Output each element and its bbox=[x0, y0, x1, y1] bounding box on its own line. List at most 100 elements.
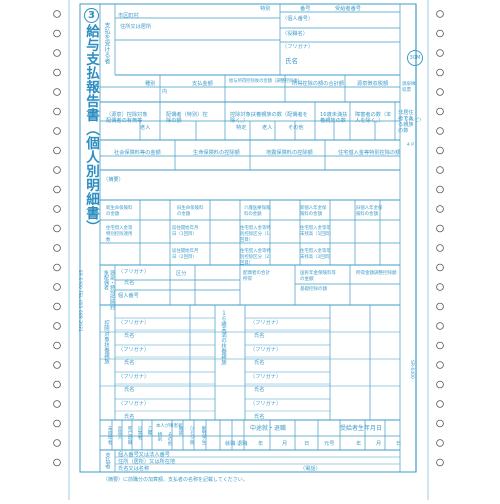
spouse-kojin-bango: 個人番号 bbox=[118, 293, 139, 299]
tractor-hole-right bbox=[436, 88, 444, 96]
tractor-hole-left bbox=[53, 341, 61, 350]
spouse-gokei: 配偶者の合計所得 bbox=[243, 271, 270, 282]
right-item-2: ４Ｐ bbox=[406, 143, 415, 148]
tractor-hole-left bbox=[53, 146, 61, 155]
btm-hi2: 日 bbox=[396, 441, 402, 447]
payer-denwa: （電話） bbox=[300, 466, 321, 472]
tractor-hole-right bbox=[436, 127, 444, 135]
spouse-chosei: 所得金額調整控除額 bbox=[356, 271, 397, 276]
payer-footer-note: （摘要）に前職分の加算額、支払者の名称を記載してください。 bbox=[103, 477, 248, 483]
tractor-hole-right bbox=[436, 185, 444, 194]
payer-jusho: 住所（居所）又は所在地 bbox=[118, 459, 176, 465]
tractor-hole-right bbox=[436, 458, 444, 467]
tractor-hole-right bbox=[436, 263, 444, 272]
btm-hitorioya: ひとり親 bbox=[189, 426, 194, 445]
btm-gaikokujin: 外国人 bbox=[117, 426, 122, 440]
btm-chuto: 中途就・退職 bbox=[250, 425, 287, 432]
dep-tokutei: 特定 bbox=[236, 125, 247, 131]
jutaku-row-2: 住宅借入金等特別控除区分（1回目） bbox=[240, 226, 271, 243]
fuyo-furigana-2: （フリガナ） bbox=[118, 347, 150, 353]
tractor-hole-left bbox=[53, 107, 61, 116]
dep-hikyojusha: 非居住者である親族の数 bbox=[398, 110, 414, 134]
tractor-hole-left bbox=[53, 68, 61, 77]
tractor-hole-left bbox=[53, 283, 61, 291]
fuyo-u16-furigana-4: （フリガナ） bbox=[250, 401, 282, 407]
tractor-hole-right bbox=[436, 322, 444, 330]
income-kyuyo-shotoku: 給与所得控除後の金額（調整控除後） bbox=[229, 79, 303, 84]
header-shimei: 氏名 bbox=[285, 57, 298, 65]
header-shiharai-wo-ukeru: 支払を受ける者 bbox=[103, 22, 110, 64]
btm-kafu: 寡婦 bbox=[178, 426, 183, 436]
header-jukyu-bango: 受給者番号 bbox=[335, 6, 361, 12]
tractor-hole-left bbox=[53, 127, 61, 135]
det-row-0: 新生命保険料の金額 bbox=[106, 206, 133, 217]
tractor-hole-left bbox=[53, 400, 61, 408]
tractor-hole-left bbox=[53, 205, 61, 213]
income-shubetsu: 種別 bbox=[145, 81, 156, 87]
det-row-1: 旧生命保険料の金額 bbox=[177, 206, 204, 217]
ins-jishin: 地震保険料の控除額 bbox=[266, 150, 313, 156]
jutaku-row-3: 住宅借入金等年末残高（1回目） bbox=[300, 226, 334, 237]
btm-tsuki2: 月 bbox=[376, 441, 382, 447]
btm-gengo: 元号 bbox=[324, 441, 335, 447]
tractor-hole-right bbox=[436, 205, 444, 213]
tractor-hole-right bbox=[436, 419, 444, 428]
tractor-hole-right bbox=[436, 49, 444, 57]
tractor-hole-right bbox=[436, 107, 444, 116]
tractor-hole-left bbox=[53, 185, 61, 194]
tractor-hole-right bbox=[436, 400, 444, 408]
btm-honnin-shogaisha: 本人が障害者 bbox=[156, 424, 183, 429]
btm-shushoku: 就職 bbox=[225, 441, 236, 447]
det-row-3: 新個人年金保険料の金額 bbox=[300, 206, 327, 217]
tractor-hole-left bbox=[53, 458, 61, 467]
tractor-hole-left bbox=[53, 419, 61, 428]
tractor-hole-right bbox=[436, 29, 444, 38]
jutaku-row-1: 居住開始年月日（1回目） bbox=[172, 226, 199, 237]
det-row-2: 介護医療保険料の金額 bbox=[244, 206, 271, 217]
fuyo-u16-shimei-3: 氏名 bbox=[254, 387, 265, 393]
tractor-hole-right bbox=[436, 302, 444, 311]
fuyo-u16-shimei-4: 氏名 bbox=[254, 414, 265, 420]
tractor-hole-left bbox=[53, 49, 61, 57]
header-kojin-bango: （個人番号） bbox=[282, 16, 314, 22]
tractor-hole-right bbox=[436, 146, 444, 155]
income-uchi: 内 bbox=[162, 89, 168, 95]
tractor-hole-right bbox=[436, 439, 444, 447]
spouse-label: 源泉・特別控除対象配偶者 bbox=[103, 270, 115, 310]
tractor-hole-right bbox=[436, 380, 444, 389]
payer-kojin-bango: 個人番号又は法人番号 bbox=[118, 452, 170, 458]
ins-jutaku: 住宅借入金等特別控除の額 bbox=[338, 150, 401, 156]
tractor-hole-left bbox=[53, 29, 61, 38]
spouse-kubun: 区分 bbox=[176, 271, 187, 277]
jutaku-row-0: 住宅借入金等特別控除適用数 bbox=[106, 226, 133, 243]
btm-sonota: その他 bbox=[167, 432, 172, 446]
tractor-hole-left bbox=[53, 380, 61, 389]
btm-tokubetsu: 特別 bbox=[157, 432, 162, 442]
dep-haigusha-umu: （源泉）控除対象配偶者の有無等 bbox=[106, 112, 148, 124]
ins-shakai: 社会保険料等の金額 bbox=[114, 150, 161, 156]
tractor-hole-left bbox=[53, 244, 61, 252]
fuyo-furigana-4: （フリガナ） bbox=[118, 401, 150, 407]
btm-mi-seinensha: 未成年者 bbox=[107, 426, 112, 445]
spouse-shimei: 氏名 bbox=[124, 280, 135, 286]
right-item-3: ５(ルビ) bbox=[404, 118, 422, 123]
fuyo-u16-label: １６歳未満の扶養親族 bbox=[220, 310, 226, 365]
tractor-hole-left bbox=[53, 361, 61, 369]
tractor-hole-left bbox=[53, 263, 61, 272]
header-bango: 番号 bbox=[300, 6, 311, 12]
tractor-hole-right bbox=[436, 224, 444, 233]
jutaku-row-6: 住宅借入金等年末残高（2回目） bbox=[300, 249, 334, 260]
fuyo-u16-furigana-3: （フリガナ） bbox=[250, 374, 282, 380]
fuyo-furigana-3: （フリガナ） bbox=[118, 374, 150, 380]
dep-shogaisha: 障害者の数（本人を除く。） bbox=[355, 112, 392, 124]
tractor-hole-left bbox=[53, 322, 61, 330]
tractor-hole-left bbox=[53, 224, 61, 233]
tractor-hole-left bbox=[53, 10, 61, 18]
dep-fuyo-shinzoku: 控除対象扶養親族の数（配偶者を除く。） bbox=[230, 112, 308, 124]
dep-u16: 16歳未満扶養親族の数 bbox=[320, 112, 348, 124]
spouse-kokumin: 国民年金保険料等の金額 bbox=[300, 271, 336, 282]
right-stamp: 30M bbox=[407, 50, 423, 66]
dep-rojin: 老人 bbox=[140, 125, 151, 131]
